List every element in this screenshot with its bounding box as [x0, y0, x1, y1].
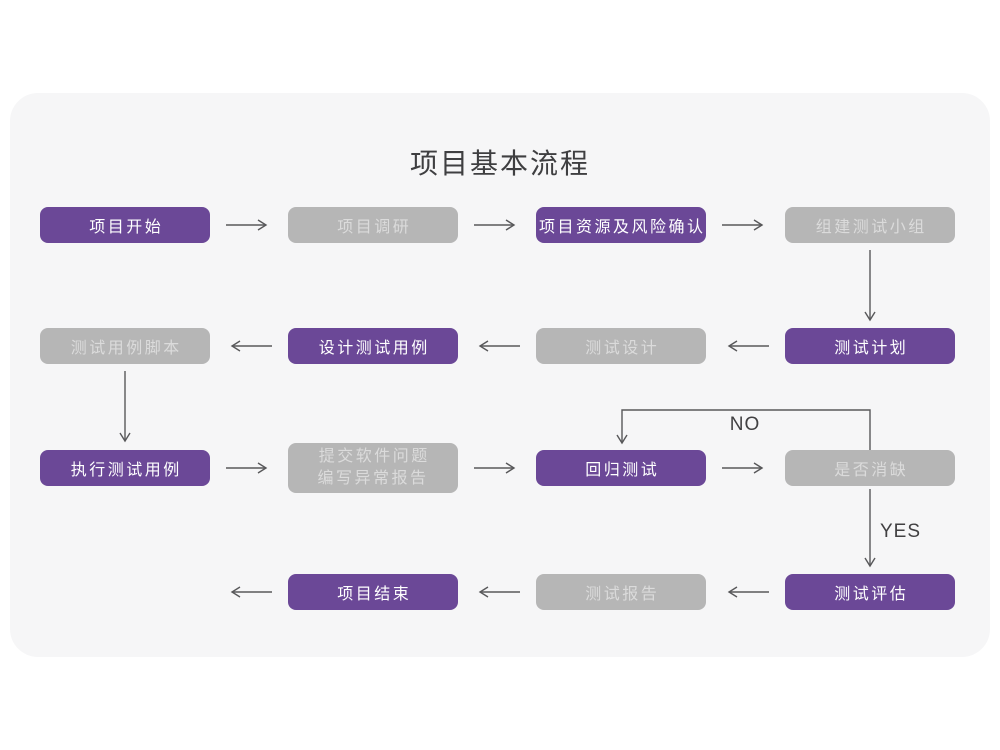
node-submit-issue-report: 提交软件问题 编写异常报告 — [288, 443, 458, 493]
node-project-start: 项目开始 — [40, 207, 210, 243]
edge-label-yes: YES — [880, 521, 922, 542]
diagram-title: 项目基本流程 — [409, 148, 590, 179]
node-project-end: 项目结束 — [288, 574, 458, 610]
node-build-test-team: 组建测试小组 — [785, 207, 955, 243]
flowchart-card — [10, 93, 990, 657]
node-test-design: 测试设计 — [536, 328, 706, 364]
node-test-report: 测试报告 — [536, 574, 706, 610]
node-design-test-case: 设计测试用例 — [288, 328, 458, 364]
edge-label-no: NO — [729, 414, 761, 435]
node-defect-cleared-check: 是否消缺 — [785, 450, 955, 486]
node-test-plan: 测试计划 — [785, 328, 955, 364]
node-execute-test-case: 执行测试用例 — [40, 450, 210, 486]
node-test-evaluation: 测试评估 — [785, 574, 955, 610]
node-test-case-script: 测试用例脚本 — [40, 328, 210, 364]
node-resource-risk-confirm: 项目资源及风险确认 — [536, 207, 706, 243]
node-regression-test: 回归测试 — [536, 450, 706, 486]
node-project-research: 项目调研 — [288, 207, 458, 243]
